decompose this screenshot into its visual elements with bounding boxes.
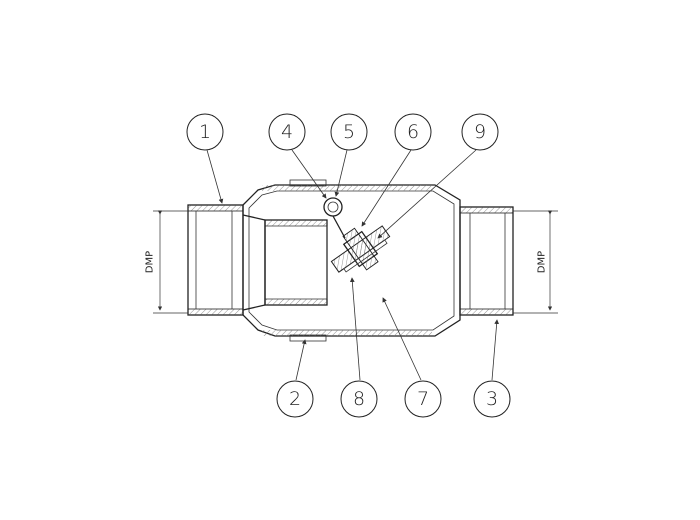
dimension-label-left: DMP <box>145 251 156 273</box>
svg-text:3: 3 <box>486 388 498 410</box>
svg-text:9: 9 <box>474 121 486 143</box>
callout-2: 2 <box>276 380 314 418</box>
svg-text:8: 8 <box>353 388 365 410</box>
seat-sleeve <box>242 214 328 311</box>
valve-body <box>242 179 461 342</box>
svg-text:6: 6 <box>407 121 419 143</box>
disc-assembly <box>323 197 391 273</box>
svg-text:5: 5 <box>343 121 355 143</box>
callout-5: 5 <box>330 113 368 151</box>
callout-1: 1 <box>186 113 224 151</box>
dimension-right: DMP <box>513 210 558 314</box>
callout-7: 7 <box>404 380 442 418</box>
leader-lines <box>206 149 500 381</box>
svg-text:1: 1 <box>199 121 211 143</box>
svg-text:7: 7 <box>417 388 429 410</box>
left-socket <box>187 204 244 316</box>
dimension-left: DMP <box>145 210 188 314</box>
callout-4: 4 <box>268 113 306 151</box>
svg-text:2: 2 <box>289 388 301 410</box>
right-socket <box>459 206 514 316</box>
callout-6: 6 <box>394 113 432 151</box>
callout-8: 8 <box>340 380 378 418</box>
svg-text:4: 4 <box>281 121 293 143</box>
callout-3: 3 <box>473 380 511 418</box>
dimension-label-right: DMP <box>537 251 548 273</box>
callout-9: 9 <box>461 113 499 151</box>
